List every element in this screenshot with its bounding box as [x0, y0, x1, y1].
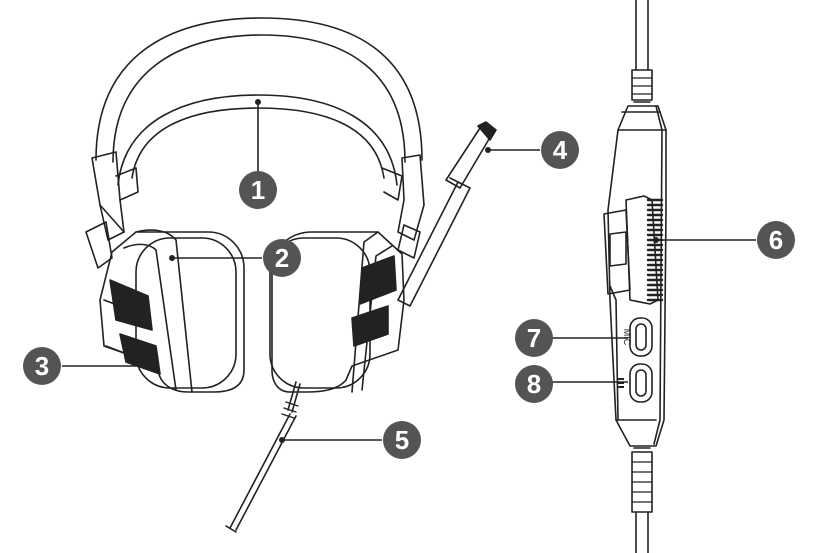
inline-controller-illustration	[604, 0, 666, 553]
microphone-boom	[398, 122, 496, 306]
callout-4: 4	[541, 131, 579, 169]
callout-6: 6	[757, 221, 795, 259]
callout-5-number: 5	[395, 425, 409, 455]
right-yoke	[382, 155, 424, 258]
callout-8: 8	[515, 365, 553, 403]
led-button	[630, 364, 652, 402]
left-ear-cup	[100, 230, 244, 392]
callout-7: 7	[515, 319, 553, 357]
controller-top-cable	[632, 0, 652, 102]
callout-4-number: 4	[553, 135, 568, 165]
mic-mute-button	[630, 318, 652, 356]
callout-3: 3	[23, 347, 61, 385]
callout-2-number: 2	[275, 243, 289, 273]
headset-cable	[226, 382, 300, 532]
light-icon	[618, 378, 624, 388]
leader-dots	[153, 99, 659, 443]
callout-1-number: 1	[251, 175, 265, 205]
callout-6-number: 6	[769, 225, 783, 255]
callout-3-number: 3	[35, 351, 49, 381]
callout-7-number: 7	[527, 323, 541, 353]
headset-illustration	[86, 18, 496, 532]
callout-1: 1	[239, 171, 277, 209]
controller-bottom-cable	[632, 448, 652, 553]
callout-8-number: 8	[527, 369, 541, 399]
left-yoke	[86, 152, 138, 268]
callout-5: 5	[383, 421, 421, 459]
volume-wheel	[604, 196, 662, 304]
callout-2: 2	[263, 239, 301, 277]
